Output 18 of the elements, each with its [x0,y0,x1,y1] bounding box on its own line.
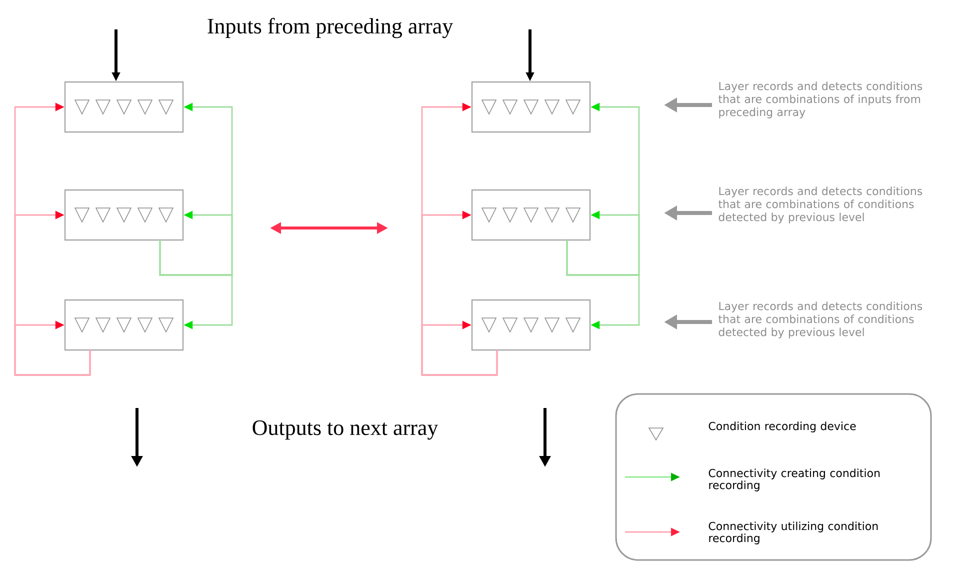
recorder-box [471,189,591,241]
connector-arrow [159,240,233,330]
recorder-box [64,299,184,351]
legend-text: Connectivity utilizing condition recording [708,522,878,544]
annotation-text: Layer records and detects conditions that are combinations of conditions detected by previous level [718,302,922,338]
connector-arrow [421,320,498,376]
annotation-text: Layer records and detects conditions that are combinations of inputs from preceding array [718,82,922,118]
connector-arrow [14,320,91,376]
recorder-box [471,299,591,351]
recorder-box [64,189,184,241]
connector-arrow [566,240,640,330]
annotation-text: Layer records and detects conditions that are combinations of conditions detected by previous level [718,186,922,224]
recorder-box [471,81,591,133]
recorder-box [64,81,184,133]
heading-text: Inputs from preceding array [208,18,454,38]
heading-text: Outputs to next array [252,420,438,440]
legend-text: Connectivity creating condition recording [708,468,880,492]
legend-text: Condition recording device [708,422,856,432]
